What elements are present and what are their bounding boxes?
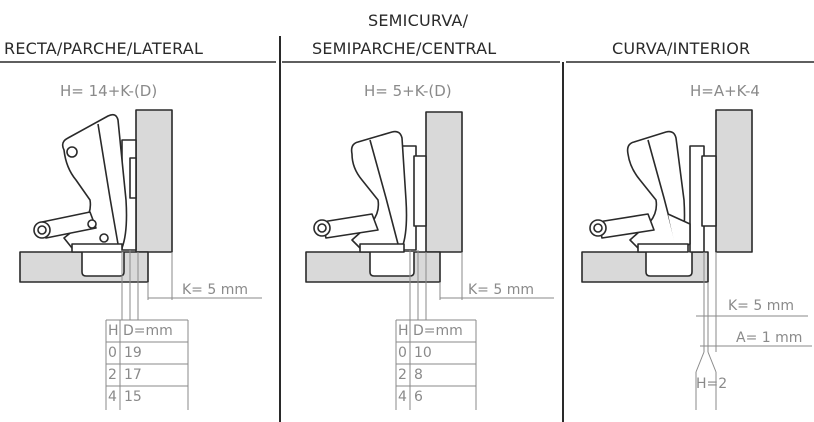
table-semicurva-row0-h: 0 [398,345,407,361]
dimension-lines-semicurva [395,250,554,410]
h-value-curva: H=2 [696,376,728,392]
table-semicurva-header-h: H [398,323,409,339]
hinge-drawing-semicurva [305,111,463,283]
side-panel-recta [135,109,173,253]
table-semicurva-row2-h: 4 [398,389,407,405]
table-recta-header-h: H [108,323,119,339]
table-semicurva-row1-h: 2 [398,367,407,383]
hinge-boss-inner-curva [593,223,603,233]
hinge-cup-semicurva [369,252,415,277]
hinge-drawing-recta [19,109,173,283]
dimension-lines-curva [695,252,812,410]
table-recta-row2-d: 15 [124,389,142,405]
table-semicurva-row2-d: 6 [414,389,423,405]
a-label-curva: A= 1 mm [736,330,803,346]
hinge-pivot-top-recta [66,146,78,158]
hinge-pivot-mid-recta [87,219,97,229]
hinge-pivot-low-recta [99,233,109,243]
formula-recta: H= 14+K-(D) [60,82,158,100]
plate-detail-recta [129,157,137,199]
hinge-boss-inner-semicurva [317,223,327,233]
table-recta-row0-d: 19 [124,345,142,361]
table-recta-row2-h: 4 [108,389,117,405]
hinge-drawing-curva [581,109,753,283]
hinge-arm-recta [61,113,128,249]
hinge-base-semicurva [359,243,405,253]
header-recta: RECTA/PARCHE/LATERAL [4,39,204,58]
k-label-semicurva: K= 5 mm [468,282,534,298]
hinge-base-recta [71,243,123,253]
side-panel-semicurva [425,111,463,253]
header-curva: CURVA/INTERIOR [612,39,751,58]
plate-detail-curva [701,155,717,227]
formula-semicurva: H= 5+K-(D) [364,82,452,100]
header-semicurva-line2: SEMIPARCHE/CENTRAL [312,39,497,58]
table-recta-row1-d: 17 [124,367,142,383]
hinge-arm-edge-semicurva [369,139,399,245]
side-panel-curva [715,109,753,253]
dimension-lines-recta [105,250,262,410]
plate-detail-semicurva [413,155,427,227]
table-semicurva-row0-d: 10 [414,345,432,361]
table-semicurva-header-d: D=mm [413,323,463,339]
k-label-recta: K= 5 mm [182,282,248,298]
hinge-arm-edge-recta [97,123,119,245]
table-recta-row1-h: 2 [108,367,117,383]
hinge-boss-inner-recta [37,225,47,235]
hinge-base-curva [637,243,689,253]
table-recta-row0-h: 0 [108,345,117,361]
hinge-cup-curva [645,252,693,277]
hinge-arm-semicurva [350,130,408,249]
hinge-cup-recta [81,252,125,277]
k-label-curva: K= 5 mm [728,298,794,314]
table-recta-header-d: D=mm [123,323,173,339]
table-semicurva-row1-d: 8 [414,367,423,383]
header-semicurva-line1: SEMICURVA/ [368,11,469,30]
formula-curva: H=A+K-4 [690,82,760,100]
